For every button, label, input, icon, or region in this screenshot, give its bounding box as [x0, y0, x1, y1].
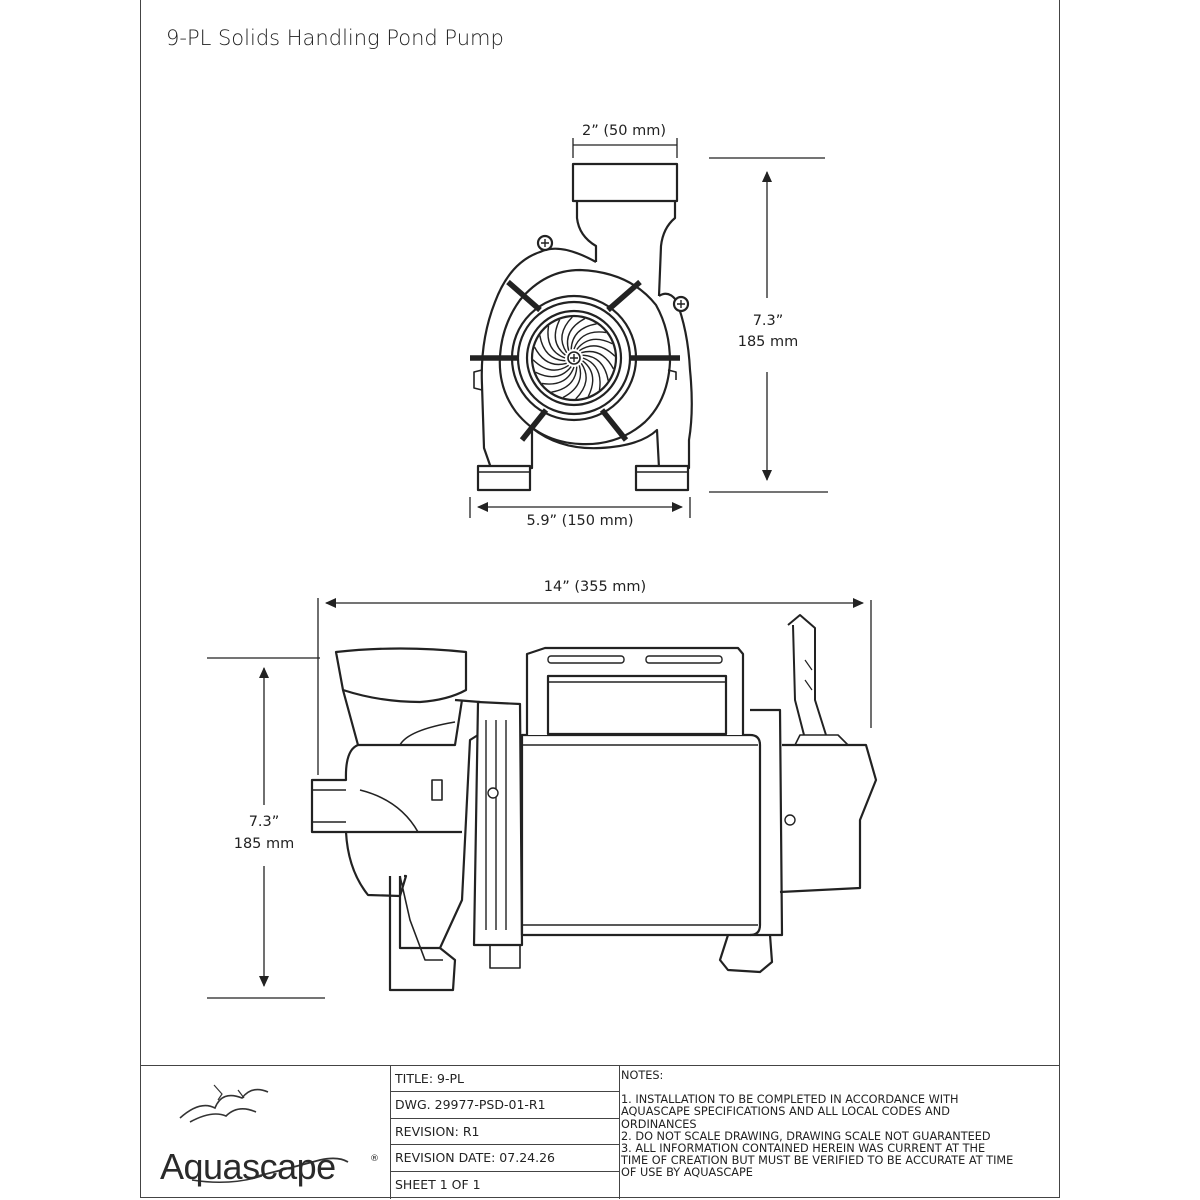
- side-height-mm: 185 mm: [233, 836, 295, 852]
- impeller-blade: [578, 345, 616, 357]
- note-line: TIME OF CREATION BUT MUST BE VERIFIED TO…: [621, 1154, 1014, 1168]
- impeller-blade: [561, 316, 573, 354]
- note-line: ORDINANCES: [621, 1117, 697, 1131]
- impeller-blade: [533, 346, 567, 366]
- note-line: 1. INSTALLATION TO BE COMPLETED IN ACCOR…: [621, 1093, 959, 1107]
- notes-header: NOTES:: [621, 1069, 664, 1082]
- revision-field: REVISION: R1: [391, 1119, 619, 1146]
- impeller-blade: [562, 365, 582, 399]
- title-field: TITLE: 9-PL: [391, 1066, 619, 1093]
- impeller-blade: [566, 317, 586, 351]
- note-line: OF USE BY AQUASCAPE: [621, 1166, 753, 1180]
- sheet-field: SHEET 1 OF 1: [395, 1176, 481, 1192]
- front-view-pump: [470, 162, 693, 492]
- logo-wordmark: Aquascape: [160, 1146, 336, 1187]
- side-view-pump: [310, 614, 878, 992]
- impeller-blade: [539, 335, 566, 362]
- company-logo: Aquascape ®: [140, 1066, 390, 1199]
- front-width-dimension: 5.9” (150 mm): [526, 513, 634, 529]
- title-block-fields: TITLE: 9-PL DWG. 29977-PSD-01-R1 REVISIO…: [390, 1066, 620, 1199]
- impeller-blade: [575, 362, 587, 400]
- front-height-inches: 7.3”: [752, 313, 784, 329]
- front-outlet-dimension: 2” (50 mm): [582, 123, 666, 139]
- revision-date-field: REVISION DATE: 07.24.26: [391, 1145, 619, 1172]
- impeller-blade: [547, 325, 566, 359]
- drawing-sheet-border: [140, 0, 1060, 1198]
- impeller-blade: [582, 354, 609, 381]
- side-length-dimension: 14” (355 mm): [543, 579, 647, 595]
- logo-registered-mark: ®: [370, 1154, 379, 1164]
- impeller-blade: [535, 366, 572, 378]
- note-line: 2. DO NOT SCALE DRAWING, DRAWING SCALE N…: [621, 1129, 991, 1143]
- note-line: AQUASCAPE SPECIFICATIONS AND ALL LOCAL C…: [621, 1105, 950, 1119]
- impeller-blade: [576, 338, 613, 350]
- side-height-inches: 7.3”: [248, 814, 280, 830]
- impeller-blade: [582, 357, 601, 391]
- impeller-blade: [582, 360, 594, 397]
- impeller-blade: [541, 366, 575, 385]
- aquascape-logo-mark: [179, 1084, 349, 1183]
- impeller-blade: [581, 350, 615, 370]
- impeller-blade: [551, 366, 578, 393]
- note-line: 3. ALL INFORMATION CONTAINED HEREIN WAS …: [621, 1142, 986, 1156]
- drawing-number-field: DWG. 29977-PSD-01-R1: [391, 1092, 619, 1119]
- page-title: 9-PL Solids Handling Pond Pump: [166, 26, 504, 50]
- impeller-blades: [532, 316, 616, 400]
- title-block: Aquascape ® TITLE: 9-PL DWG. 29977-PSD-0…: [140, 1065, 1060, 1199]
- side-dimension-lines: [207, 598, 872, 999]
- impeller-blade: [532, 359, 570, 371]
- impeller-blade: [570, 323, 597, 350]
- impeller-blade: [573, 331, 607, 350]
- front-height-mm: 185 mm: [737, 334, 799, 350]
- impeller-blade: [554, 319, 566, 356]
- front-dimension-lines: [469, 138, 828, 518]
- notes-section: NOTES: 1. INSTALLATION TO BE COMPLETED I…: [618, 1066, 1060, 1199]
